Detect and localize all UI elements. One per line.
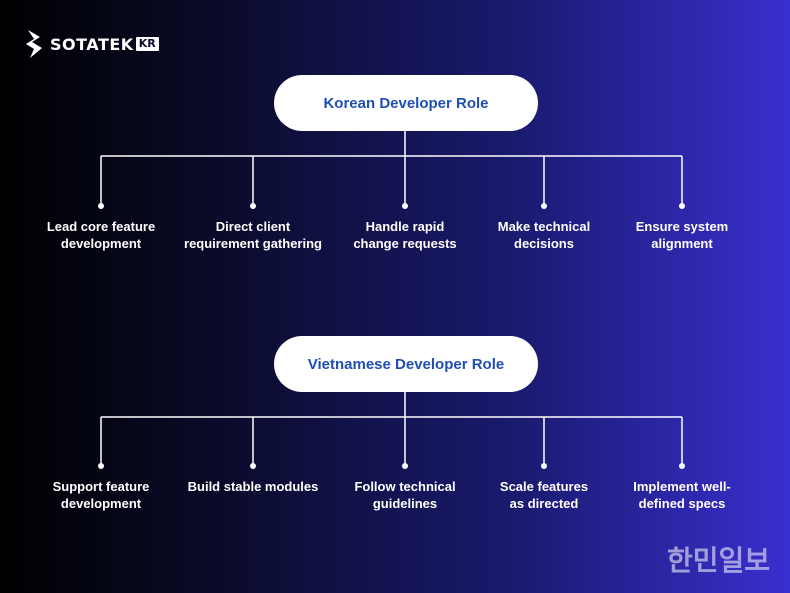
brand-suffix-badge: KR [135, 37, 159, 51]
role-item-label: Handle rapid change requests [325, 218, 485, 252]
vietnamese-role-heading: Vietnamese Developer Role [274, 336, 538, 392]
branch-dot [679, 203, 685, 209]
korean-role-heading: Korean Developer Role [274, 75, 538, 131]
role-item-line: development [60, 496, 142, 511]
role-item-line: requirement gathering [184, 236, 322, 251]
role-item-label: Lead core feature development [21, 218, 181, 252]
brand-logo: SOTATEK KR [22, 28, 159, 60]
branch-dot [250, 203, 256, 209]
branch-dot [402, 463, 408, 469]
role-item-line: Build stable modules [187, 479, 319, 494]
role-item-label: Scale features as directed [464, 478, 624, 512]
role-item-label: Support feature development [21, 478, 181, 512]
branch-dot [98, 463, 104, 469]
role-item-line: Lead core feature [46, 219, 156, 234]
branch-dot [98, 203, 104, 209]
role-item-line: guidelines [372, 496, 438, 511]
branch-dot [250, 463, 256, 469]
role-item-label: Direct client requirement gathering [173, 218, 333, 252]
branch-dot [541, 203, 547, 209]
branch-dot [679, 463, 685, 469]
role-item-line: Scale features [499, 479, 589, 494]
vietnamese-role-title: Vietnamese Developer Role [307, 355, 505, 373]
role-item-label: Ensure system alignment [602, 218, 762, 252]
role-item-line: Ensure system [635, 219, 729, 234]
korean-role-title: Korean Developer Role [323, 94, 489, 112]
role-item-line: development [60, 236, 142, 251]
role-item-label: Follow technical guidelines [325, 478, 485, 512]
branch-dot [541, 463, 547, 469]
branch-dot [402, 203, 408, 209]
role-item-label: Make technical decisions [464, 218, 624, 252]
role-tree-0 [98, 131, 685, 209]
role-item-line: Implement well- [633, 479, 731, 494]
role-item-line: Handle rapid [365, 219, 445, 234]
role-item-label: Implement well-defined specs [602, 478, 762, 512]
role-item-line: defined specs [638, 496, 726, 511]
role-item-line: Direct client [215, 219, 291, 234]
role-item-line: change requests [353, 236, 457, 251]
role-item-line: Make technical [497, 219, 591, 234]
brand-name: SOTATEK [50, 34, 134, 54]
role-tree-1 [98, 392, 685, 469]
watermark: 한민일보 [666, 544, 770, 577]
role-item-label: Build stable modules [173, 478, 333, 495]
role-item-line: decisions [514, 236, 574, 251]
role-item-line: Support feature [52, 479, 150, 494]
role-item-line: Follow technical [354, 479, 456, 494]
role-item-line: alignment [651, 236, 713, 251]
role-item-line: as directed [509, 496, 579, 511]
sotatek-logo-icon [26, 30, 42, 58]
